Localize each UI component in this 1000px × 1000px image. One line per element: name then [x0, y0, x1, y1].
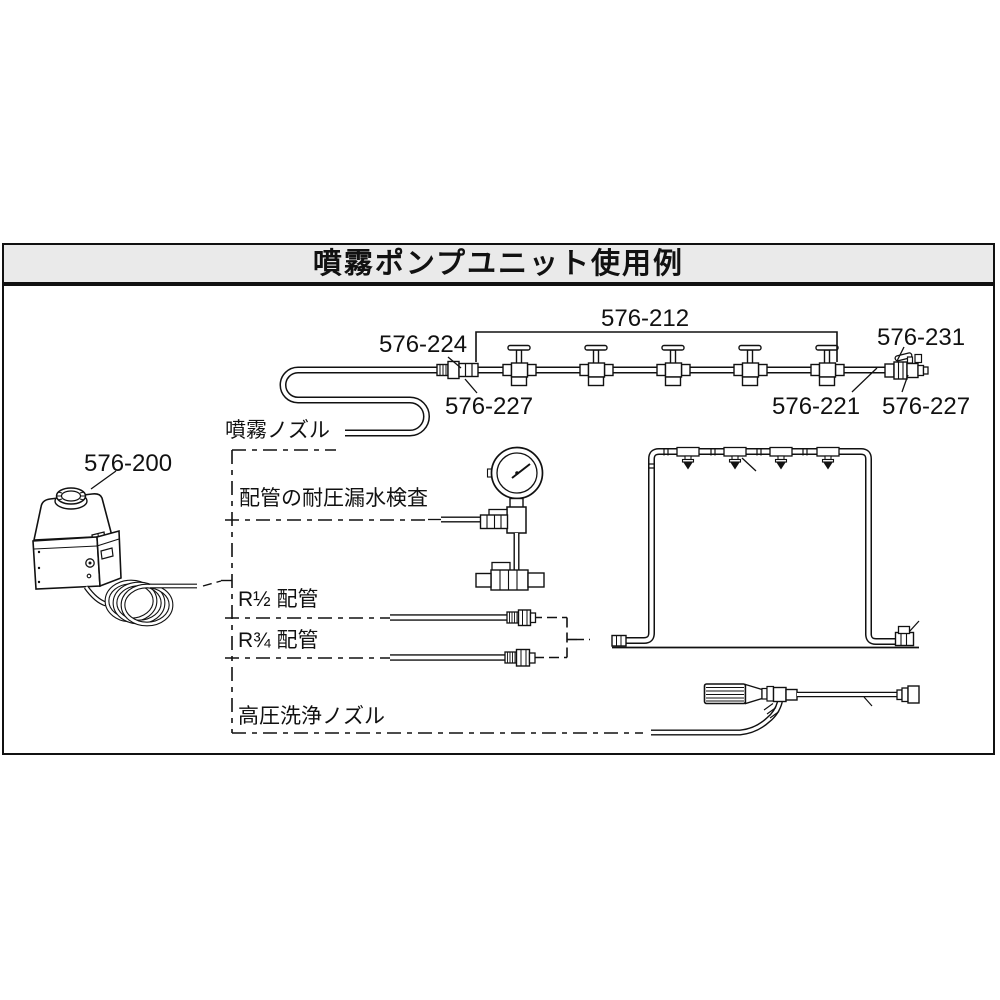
leader-lines — [90, 346, 920, 633]
part-label-576-200: 576-200 — [84, 450, 173, 477]
pressure-test-gauge-kit — [428, 446, 545, 591]
row-label-high-pressure-cleaning-nozzle: 高圧洗浄ノズル — [238, 705, 385, 728]
row-label-pressure-leak-test: 配管の耐圧漏水検査 — [239, 487, 428, 510]
diagram-title: 噴霧ポンプユニット使用例 — [312, 248, 685, 280]
r-three-quarter-pipe-item — [390, 648, 536, 667]
part-label-576-227-left: 576-227 — [445, 393, 534, 420]
pump-hose-coil — [83, 579, 232, 627]
union-fitting-576-224 — [436, 360, 479, 380]
part-label-576-227-right: 576-227 — [882, 393, 971, 420]
row-label-r-half-pipe: R½ 配管 — [238, 588, 319, 611]
end-coupling-and-valve-576-231 — [884, 352, 929, 380]
row-label-spray-nozzle: 噴霧ノズル — [225, 419, 330, 442]
pump-unit-576-200 — [32, 487, 122, 590]
row-label-r-three-quarter-pipe: R¾ 配管 — [238, 629, 319, 652]
part-label-576-221: 576-221 — [772, 393, 861, 420]
part-label-576-231: 576-231 — [877, 324, 966, 351]
diagram-title-bar: 噴霧ポンプユニット使用例 — [2, 243, 995, 284]
s-curve-hose — [279, 366, 441, 437]
part-label-576-212: 576-212 — [601, 305, 690, 332]
high-pressure-cleaning-nozzle — [651, 683, 920, 736]
spray-pipe-frame — [611, 446, 919, 649]
gauge-needle — [511, 463, 531, 479]
part-label-576-224: 576-224 — [379, 331, 468, 358]
manifold-valves — [502, 344, 845, 387]
index-bracket-dashed-lines — [225, 449, 643, 734]
bracket-576-212 — [475, 331, 838, 362]
r-half-pipe-item — [390, 609, 537, 627]
